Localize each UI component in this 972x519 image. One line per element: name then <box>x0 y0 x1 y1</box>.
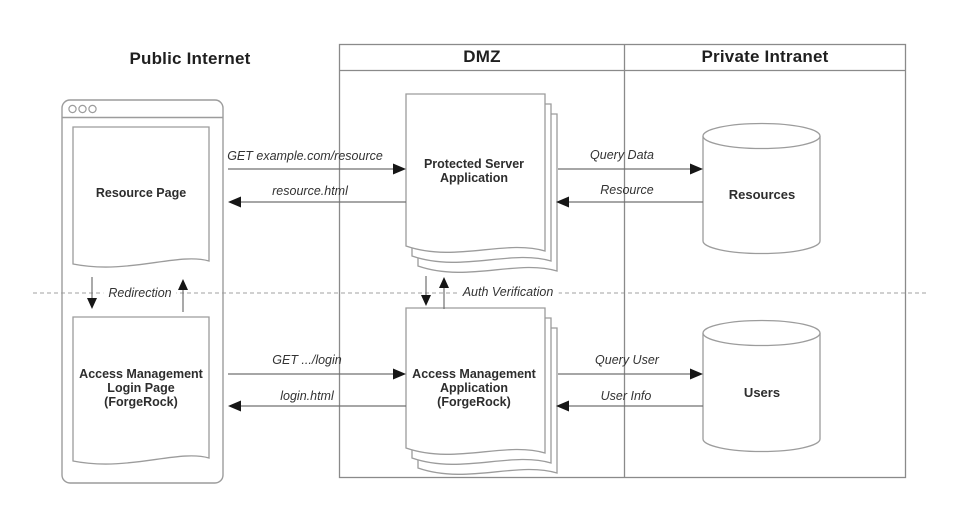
arrowhead-down <box>421 295 431 306</box>
arrow-get-login <box>228 368 406 380</box>
flow-label-user-info: User Info <box>600 389 652 403</box>
arrow-resource-html <box>228 196 406 208</box>
flow-label-resource: Resource <box>600 183 654 197</box>
zone-title-private-intranet: Private Intranet <box>701 47 829 66</box>
cylinder-body <box>702 136 821 255</box>
zone-title-public-internet: Public Internet <box>129 49 251 68</box>
login-page-label: Access Management Login Page (ForgeRock) <box>79 367 203 409</box>
access-management-app-label-line1: Access Management <box>412 367 536 381</box>
login-page-sheet <box>72 316 210 465</box>
access-management-app-label-line3: (ForgeRock) <box>437 395 511 409</box>
arrow-redirection-up <box>178 279 188 312</box>
login-page-label-line3: (ForgeRock) <box>104 395 178 409</box>
cylinder-top <box>702 319 821 347</box>
browser-frame <box>61 99 224 484</box>
protected-server-app-label: Protected Server Application <box>424 157 524 185</box>
arrow-user-info <box>556 400 703 412</box>
document-sheet-front <box>405 307 546 455</box>
flow-label-get-resource: GET example.com/resource <box>227 149 383 163</box>
protected-server-app-label-line2: Application <box>439 171 509 185</box>
flow-arrows <box>87 163 703 412</box>
arrowhead-left <box>228 400 241 412</box>
arrowhead-right <box>690 163 703 175</box>
arrowhead-up <box>178 279 188 290</box>
document-sheet-front <box>405 93 546 253</box>
arrow-login-html <box>228 400 406 412</box>
flow-label-query-user: Query User <box>595 353 659 367</box>
protected-server-app-label-line1: Protected Server <box>423 157 525 171</box>
arrowhead-up <box>439 277 449 288</box>
login-page-label-line1: Access Management <box>79 367 203 381</box>
resource-page-label: Resource Page <box>95 186 187 200</box>
browser-window <box>61 99 224 484</box>
resources-db-label: Resources <box>728 187 796 202</box>
cylinder-body <box>702 333 821 453</box>
arrow-redirection-down <box>87 277 97 309</box>
flow-label-login-html: login.html <box>280 389 334 403</box>
arrowhead-left <box>556 196 569 208</box>
window-controls-icon <box>68 104 97 114</box>
arrowhead-right <box>690 368 703 380</box>
arrowhead-right <box>393 368 406 380</box>
flow-label-redirection: Redirection <box>103 286 177 300</box>
arrow-auth-down <box>421 276 431 306</box>
zone-title-dmz: DMZ <box>463 47 501 66</box>
flow-label-auth-verification: Auth Verification <box>457 285 559 299</box>
arrow-resource <box>556 196 703 208</box>
zone-container <box>338 43 907 479</box>
protected-server-app-stack <box>405 93 558 273</box>
arrowhead-down <box>87 298 97 309</box>
cylinder-top <box>702 122 821 150</box>
access-management-app-stack <box>405 307 558 475</box>
arrow-query-user <box>558 368 703 380</box>
resources-database-icon <box>702 122 821 255</box>
flow-label-resource-html: resource.html <box>272 184 348 198</box>
arrowhead-right <box>393 163 406 175</box>
zone-box <box>338 43 907 479</box>
access-management-app-label: Access Management Application (ForgeRock… <box>412 367 536 409</box>
users-db-label: Users <box>743 385 781 400</box>
resource-page-sheet <box>72 126 210 268</box>
flow-label-query-data: Query Data <box>590 148 654 162</box>
login-page-label-line2: Login Page <box>107 381 175 395</box>
access-management-app-label-line2: Application <box>439 381 509 395</box>
arrow-query-data <box>558 163 703 175</box>
arrow-get-resource <box>228 163 406 175</box>
arrowhead-left <box>556 400 569 412</box>
arrow-auth-up <box>439 277 449 309</box>
arrowhead-left <box>228 196 241 208</box>
users-database-icon <box>702 319 821 453</box>
flow-label-get-login: GET .../login <box>272 353 342 367</box>
